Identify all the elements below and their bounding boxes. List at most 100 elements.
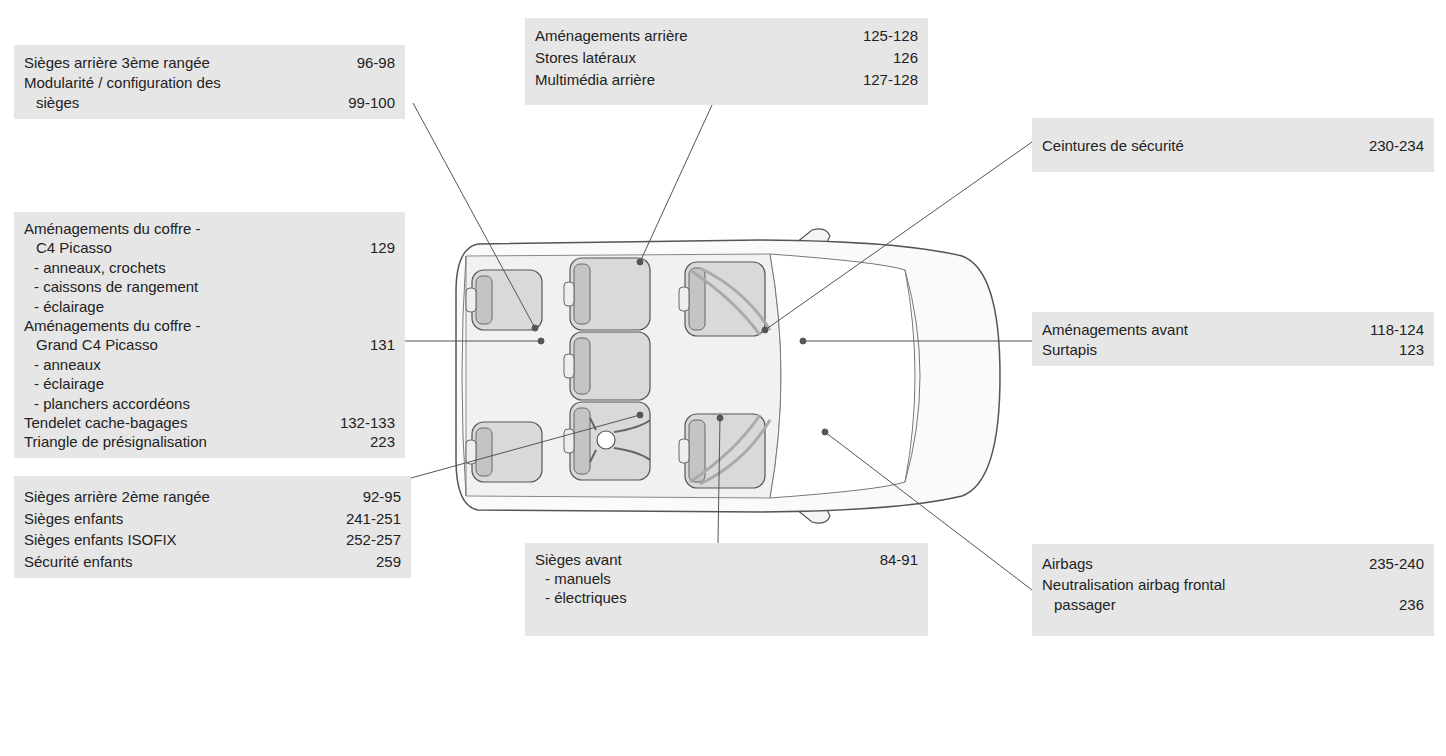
leader-dot (532, 325, 538, 331)
index-box: Sièges avant84-91- manuels- électriques (525, 543, 928, 636)
topic-label: Sécurité enfants (24, 551, 368, 573)
car-top-view (456, 229, 1000, 523)
index-row: Sièges arrière 2ème rangée92-95 (24, 486, 401, 508)
headrest (564, 282, 574, 306)
leader-line (803, 341, 1032, 342)
topic-label: Sièges avant (535, 550, 872, 569)
index-row: Triangle de présignalisation223 (24, 432, 395, 451)
index-row: Stores latéraux126 (535, 47, 918, 69)
index-row: Surtapis123 (1042, 340, 1424, 360)
leader-line (640, 105, 712, 262)
headrest (564, 429, 574, 453)
topic-label: Sièges arrière 3ème rangée (24, 53, 349, 73)
leader-line (413, 103, 535, 328)
seat-back (574, 338, 590, 394)
page-number: 127-128 (855, 69, 918, 91)
leader-line (405, 341, 541, 342)
child-body (590, 418, 650, 462)
leader-dot (800, 338, 806, 344)
index-box: Ceintures de sécurité230-234 (1032, 118, 1434, 172)
index-row: Tendelet cache-bagages132-133 (24, 413, 395, 432)
seat-cushion (570, 258, 650, 330)
index-row: Sièges enfants ISOFIX252-257 (24, 529, 401, 551)
index-row: Sièges arrière 3ème rangée96-98 (24, 53, 395, 73)
leader-line (765, 142, 1032, 330)
leader-line (718, 418, 720, 543)
index-box: Airbags235-240Neutralisation airbag fron… (1032, 544, 1434, 636)
index-row: Aménagements du coffre - C4 Picasso 129 (24, 219, 395, 258)
page-number: 129 (362, 238, 395, 257)
topic-label: Stores latéraux (535, 47, 885, 69)
leader-lines (405, 103, 1032, 590)
index-row: - anneaux (24, 355, 395, 374)
index-box: Sièges arrière 3ème rangée96-98Modularit… (14, 45, 405, 119)
headrest (679, 287, 689, 311)
page-number: 241-251 (338, 508, 401, 530)
sub-item: - caissons de rangement (24, 277, 395, 296)
page-number: 99-100 (340, 93, 395, 113)
seat (564, 258, 650, 330)
topic-label: Triangle de présignalisation (24, 432, 362, 451)
seat (564, 332, 650, 400)
index-box: Aménagements du coffre - C4 Picasso129- … (14, 212, 405, 458)
car-roof (466, 254, 781, 498)
page-number: 126 (885, 47, 918, 69)
index-row: - anneaux, crochets (24, 258, 395, 277)
leader-line (411, 415, 640, 478)
leader-dot (717, 415, 723, 421)
index-row: - manuels (535, 569, 918, 588)
seat-back (574, 264, 590, 324)
page-number: 236 (1391, 595, 1424, 616)
seat-cushion (570, 332, 650, 400)
leader-dot (762, 327, 768, 333)
page-number: 123 (1391, 340, 1424, 360)
topic-label: Airbags (1042, 554, 1361, 575)
index-row: - planchers accordéons (24, 394, 395, 413)
seat-back (574, 408, 590, 474)
sub-item: - éclairage (24, 374, 395, 393)
leader-dot (538, 338, 544, 344)
topic-label: Multimédia arrière (535, 69, 855, 91)
index-row: Aménagements du coffre - Grand C4 Picass… (24, 316, 395, 355)
page-number: 96-98 (349, 53, 395, 73)
topic-label: Sièges arrière 2ème rangée (24, 486, 355, 508)
child-head (597, 431, 615, 449)
index-row: Aménagements avant118-124 (1042, 320, 1424, 340)
topic-label: Aménagements avant (1042, 320, 1362, 340)
sub-item: - anneaux, crochets (24, 258, 395, 277)
seat (466, 270, 542, 330)
index-row: Aménagements arrière125-128 (535, 25, 918, 47)
page-number: 131 (362, 335, 395, 354)
index-row: Neutralisation airbag frontal passager23… (1042, 575, 1424, 616)
seat (564, 402, 650, 480)
index-row: Airbags235-240 (1042, 554, 1424, 575)
index-row: - caissons de rangement (24, 277, 395, 296)
headrest (466, 288, 476, 312)
index-row: Ceintures de sécurité230-234 (1042, 136, 1424, 155)
page-number: 235-240 (1361, 554, 1424, 575)
page-number: 259 (368, 551, 401, 573)
seat-cushion (570, 402, 650, 480)
topic-label: Aménagements arrière (535, 25, 855, 47)
car-body (456, 240, 1000, 512)
page-number: 230-234 (1361, 136, 1424, 155)
topic-label: Sièges enfants ISOFIX (24, 529, 338, 551)
rear-window (462, 256, 466, 496)
index-row: Multimédia arrière127-128 (535, 69, 918, 91)
index-box: Sièges arrière 2ème rangée92-95Sièges en… (14, 476, 411, 578)
topic-label: Tendelet cache-bagages (24, 413, 332, 432)
topic-label: Aménagements du coffre - C4 Picasso (24, 219, 219, 258)
leader-dot (822, 429, 828, 435)
index-row: - électriques (535, 588, 918, 607)
windscreen (770, 254, 915, 498)
topic-label: Surtapis (1042, 340, 1391, 360)
index-box: Aménagements arrière125-128Stores latéra… (525, 18, 928, 105)
headrest (679, 439, 689, 463)
seat-back (476, 276, 492, 324)
index-row: - éclairage (24, 297, 395, 316)
topic-label: Ceintures de sécurité (1042, 136, 1361, 155)
index-row: - éclairage (24, 374, 395, 393)
index-row: Modularité / configuration des sièges99-… (24, 73, 395, 113)
sub-item: - éclairage (24, 297, 395, 316)
